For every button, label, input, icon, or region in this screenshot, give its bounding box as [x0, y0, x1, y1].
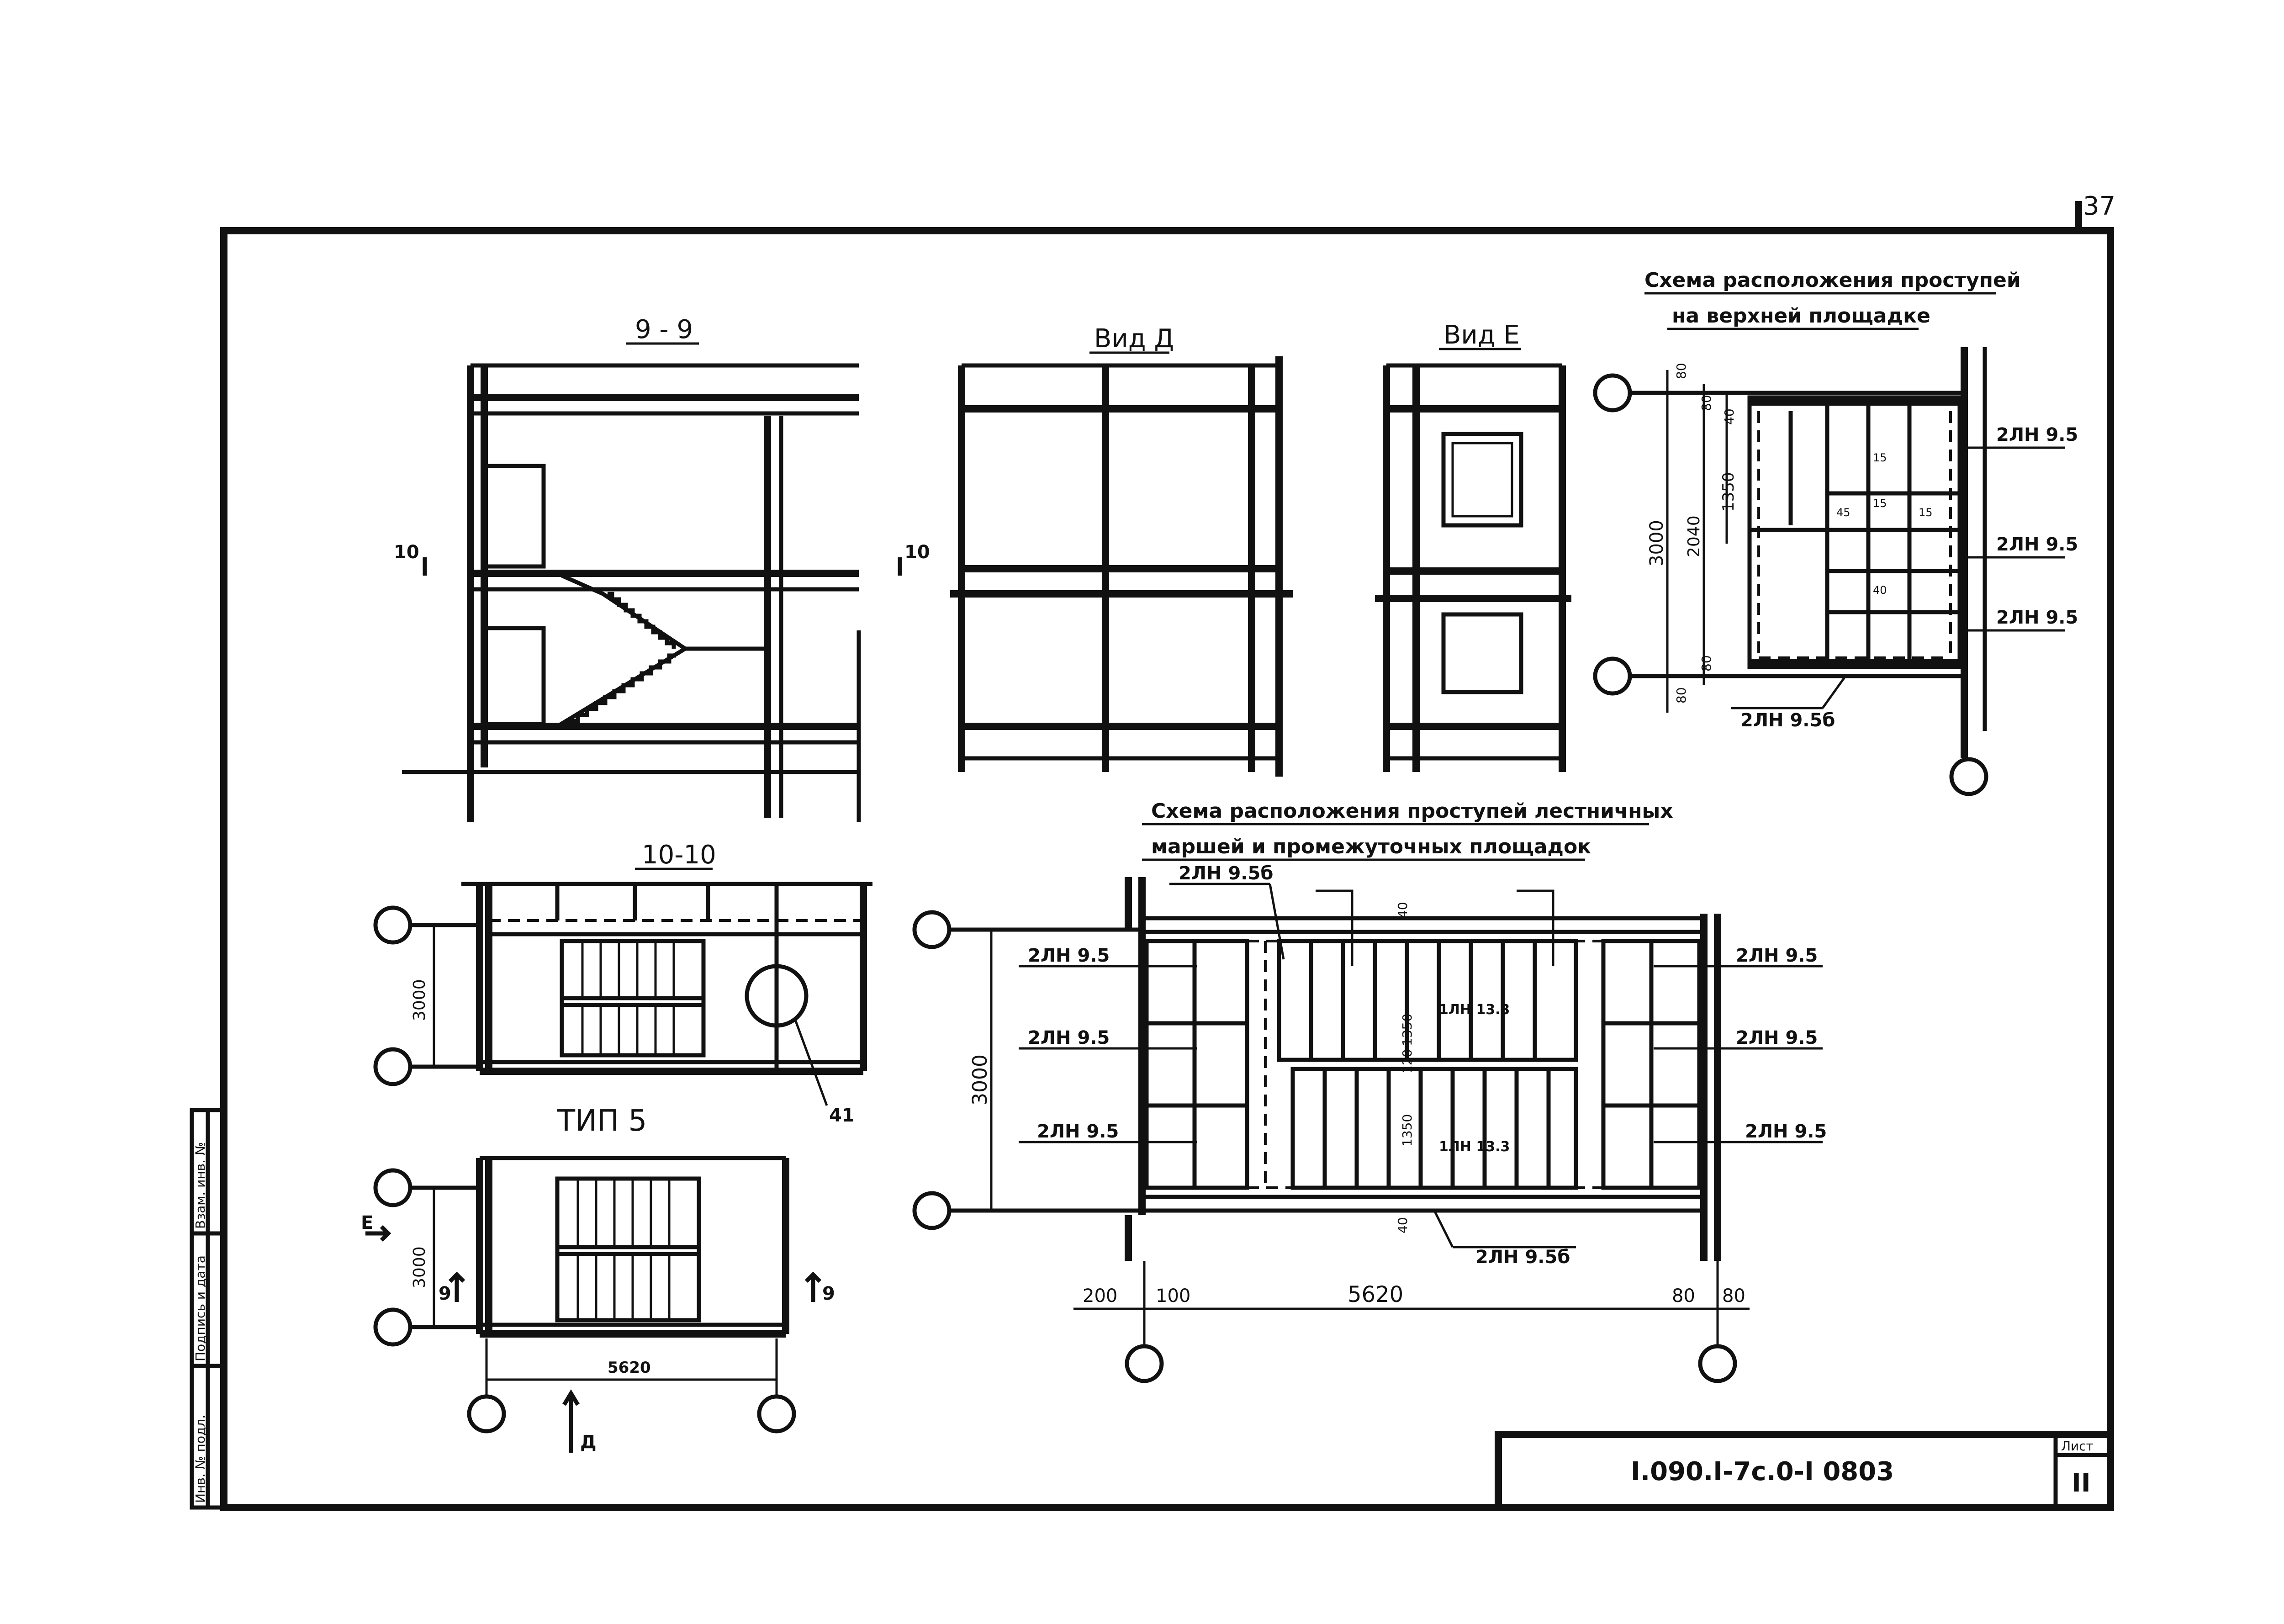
page-number: 37: [2083, 191, 2115, 221]
tip5-title: ТИП 5: [557, 1104, 647, 1138]
upper-dim-80a: 80: [1674, 363, 1689, 379]
section-10-10-title: 10-10: [642, 840, 716, 870]
upper-dim-15c: 15: [1919, 506, 1933, 519]
tip5-dim-3000: 3000: [410, 1246, 429, 1288]
upper-dim-40: 40: [1722, 408, 1737, 425]
flights-title-1: Схема расположения проступей лестничных: [1151, 799, 1673, 823]
flights-dim-200: 200: [1083, 1285, 1117, 1307]
flights-callout-right-3: 2ЛН 9.5: [1745, 1121, 1827, 1142]
upper-dim-80d: 80: [1674, 687, 1689, 704]
view-e-title: Вид Е: [1443, 320, 1520, 350]
flights-callout-left-3: 2ЛН 9.5: [1037, 1121, 1119, 1142]
flights-dim-40a: 40: [1395, 902, 1410, 918]
sidebar-podpis: Подпись и дата: [193, 1255, 208, 1361]
flights-dim-1350b: 1350: [1400, 1114, 1415, 1147]
document-code: I.090.I-7c.0-I 0803: [1631, 1457, 1894, 1486]
upper-scheme-drawing: [1593, 347, 2065, 796]
upper-dim-15a: 15: [1873, 451, 1887, 464]
section-10-10-drawing: [373, 882, 872, 1106]
cut-mark-left: 10: [394, 542, 419, 563]
upper-dim-80c: 80: [1699, 655, 1714, 672]
flights-mark-center-1: 1ЛН 13.3: [1439, 1002, 1510, 1018]
upper-dim-45: 45: [1836, 506, 1850, 519]
upper-dim-2040: 2040: [1685, 515, 1703, 557]
sidebar-stamp: Инв. № подл. Подпись и дата Взам. инв. №: [193, 1142, 208, 1503]
tip5-mark-d: Д: [580, 1432, 597, 1453]
flights-dim-120: 120: [1400, 1049, 1415, 1074]
upper-callout-2: 2ЛН 9.5: [1996, 534, 2078, 555]
tip5-drawing: [365, 1156, 822, 1453]
flights-dim-100: 100: [1156, 1285, 1190, 1307]
sheet-frame: [190, 201, 2114, 1511]
flights-callout-top: 2ЛН 9.5б: [1179, 863, 1273, 884]
section-9-9-title: 9 - 9: [635, 315, 693, 344]
upper-dim-15b: 15: [1873, 497, 1887, 510]
upper-dim-80b: 80: [1699, 395, 1714, 411]
sidebar-inv-podl: Инв. № подл.: [193, 1415, 208, 1503]
tip5-cut-left: 9: [439, 1283, 451, 1304]
flights-callout-bottom: 2ЛН 9.5б: [1475, 1247, 1570, 1268]
tip5-dim-span: 5620: [608, 1359, 651, 1377]
flights-title-2: маршей и промежуточных площадок: [1151, 835, 1591, 858]
section-10-10-node: 41: [829, 1105, 855, 1126]
flights-dim-40b: 40: [1395, 1217, 1410, 1233]
cut-mark-right: 10: [904, 542, 930, 563]
flights-drawing: [912, 877, 1823, 1383]
upper-callout-3: 2ЛН 9.5: [1996, 607, 2078, 628]
flights-dim-5620: 5620: [1348, 1282, 1403, 1307]
sidebar-vzam-inv: Взам. инв. №: [193, 1142, 208, 1229]
view-d-drawing: [950, 356, 1293, 777]
view-d-title: Вид Д: [1094, 324, 1174, 354]
view-e-drawing: [1375, 363, 1571, 772]
title-block: [1495, 1431, 2114, 1511]
flights-callout-right-1: 2ЛН 9.5: [1736, 945, 1818, 966]
sheet-number: II: [2072, 1468, 2091, 1498]
flights-dim-80b: 80: [1722, 1285, 1745, 1307]
upper-dim-3000: 3000: [1646, 520, 1667, 566]
sheet-label: Лист: [2061, 1439, 2094, 1454]
tip5-mark-e: Е: [361, 1212, 373, 1233]
flights-mark-center-2: 1ЛН 13.3: [1439, 1139, 1510, 1155]
flights-dim-80a: 80: [1672, 1285, 1695, 1307]
upper-callout-1: 2ЛН 9.5: [1996, 424, 2078, 445]
flights-dim-3000: 3000: [968, 1054, 992, 1106]
flights-callout-left-1: 2ЛН 9.5: [1028, 945, 1110, 966]
flights-dim-1350a: 1350: [1400, 1014, 1415, 1046]
section-10-10-dim-3000: 3000: [410, 979, 429, 1021]
flights-callout-right-2: 2ЛН 9.5: [1736, 1027, 1818, 1048]
upper-scheme-title-2: на верхней площадке: [1672, 304, 1930, 328]
upper-scheme-title-1: Схема расположения проступей: [1644, 269, 2021, 292]
flights-callout-left-2: 2ЛН 9.5: [1028, 1027, 1110, 1048]
upper-dim-1350: 1350: [1719, 472, 1738, 512]
upper-dim-40b: 40: [1873, 584, 1887, 597]
tip5-cut-right: 9: [822, 1283, 835, 1304]
section-9-9-drawing: [402, 363, 902, 822]
upper-callout-4: 2ЛН 9.5б: [1740, 710, 1835, 731]
